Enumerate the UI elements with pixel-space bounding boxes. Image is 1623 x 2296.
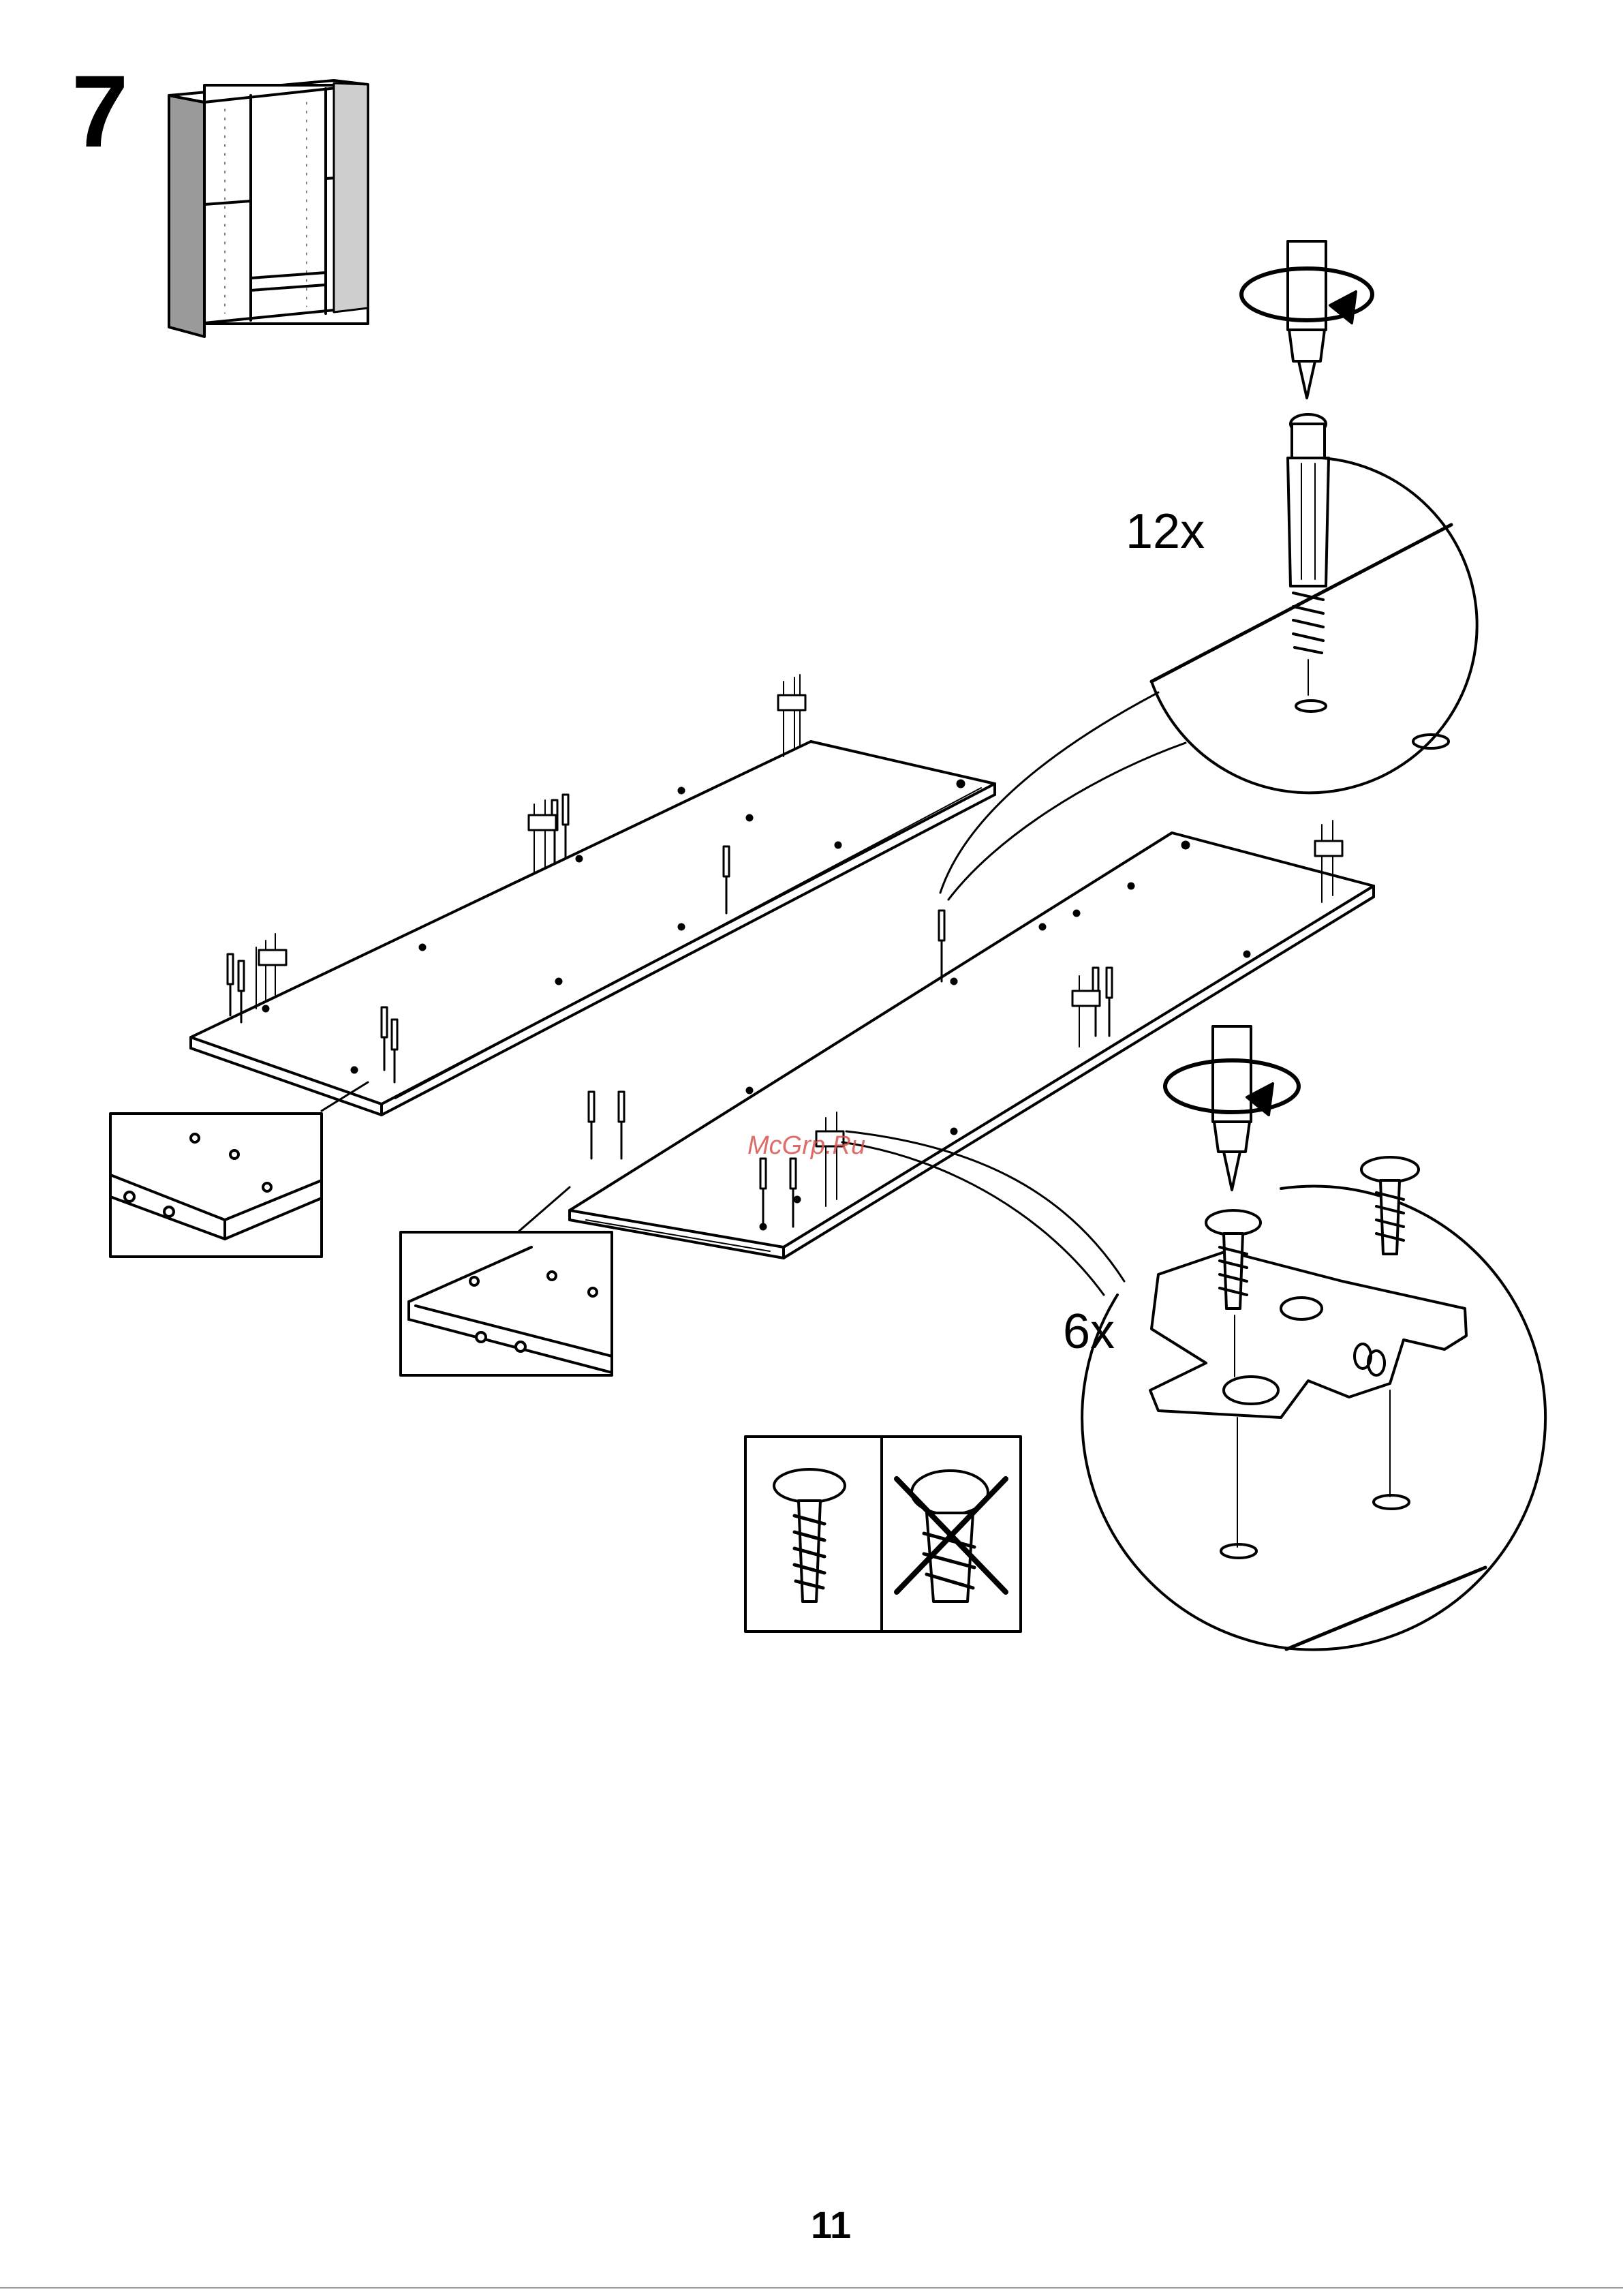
watermark: McGrp.Ru (747, 1131, 865, 1161)
screwdriver-icon (1213, 1026, 1251, 1190)
edge-detail-left (110, 1082, 368, 1257)
screw-comparison-box (745, 1437, 1021, 1632)
page-number: 11 (811, 2203, 851, 2247)
screw-quantity-label: 6x (1063, 1307, 1115, 1356)
footer-divider (0, 2287, 1623, 2289)
wardrobe-overview-icon (169, 80, 368, 337)
screw-icon (1361, 1157, 1419, 1254)
edge-detail-right (401, 1187, 612, 1375)
dowel-detail-circle (940, 458, 1477, 900)
mounting-plate-icon (1150, 1251, 1466, 1558)
dowel-quantity-label: 12x (1126, 507, 1205, 556)
